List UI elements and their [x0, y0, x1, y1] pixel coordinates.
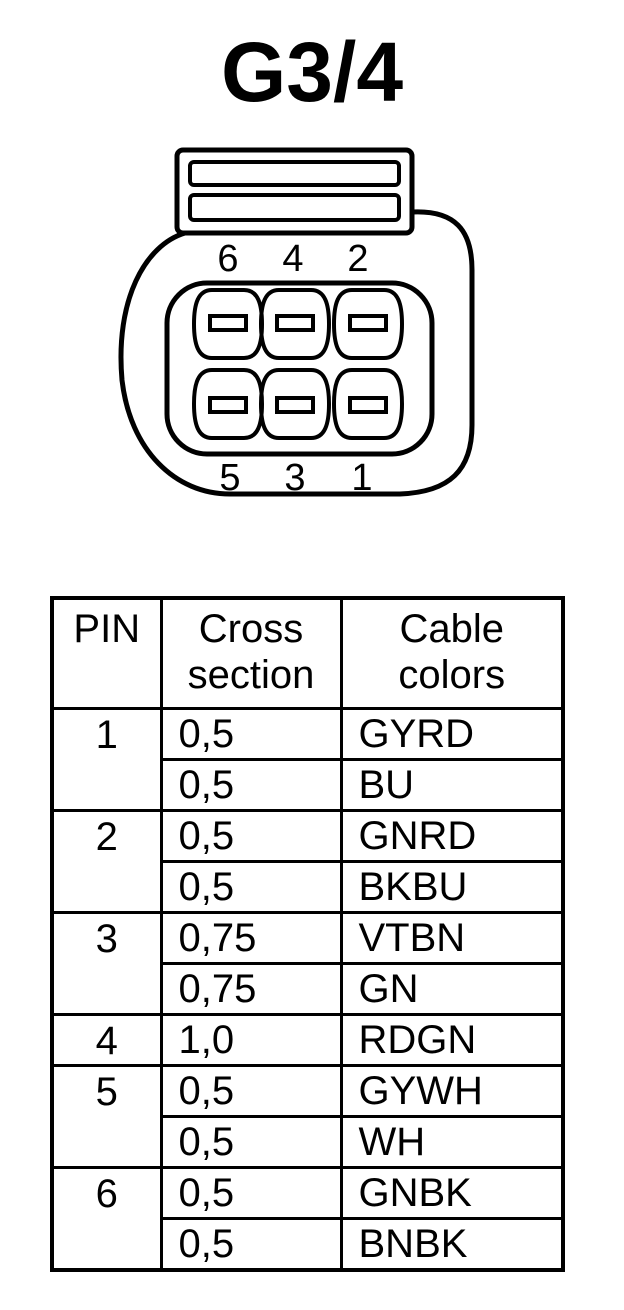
cross-section-cell: 0,5 — [159, 1166, 343, 1221]
pin-cell-6 — [191, 288, 265, 360]
pin-label-top-3: 2 — [347, 238, 368, 280]
housing-outline — [118, 209, 475, 497]
header-cross-section: Cross section — [159, 596, 343, 710]
pin-number-cell: 1 — [50, 706, 163, 812]
table-header-row: PIN Cross section Cable colors — [50, 596, 565, 710]
pin-label-bottom-3: 1 — [351, 457, 372, 499]
cable-color-cell: GYRD — [339, 706, 565, 761]
pin-cell-2 — [331, 288, 405, 360]
pin-number-cell: 5 — [50, 1064, 163, 1170]
cable-color-cell: BNBK — [339, 1217, 565, 1272]
cross-section-cell: 0,5 — [159, 757, 343, 812]
cable-color-cell: BKBU — [339, 859, 565, 914]
cable-color-cell: VTBN — [339, 910, 565, 965]
cross-section-cell: 0,75 — [159, 910, 343, 965]
cable-color-cell: GYWH — [339, 1064, 565, 1119]
pin-label-bottom-2: 3 — [284, 457, 305, 499]
cross-section-cell: 0,5 — [159, 1115, 343, 1170]
latch-tab — [174, 147, 415, 236]
pin-cell-5 — [191, 368, 265, 440]
pin-number-cell: 3 — [50, 910, 163, 1017]
cable-color-cell: BU — [339, 757, 565, 812]
pin-label-top-2: 4 — [282, 238, 303, 280]
cross-section-cell: 0,5 — [159, 1217, 343, 1272]
cable-color-cell: GNBK — [339, 1166, 565, 1221]
pin-cell-3 — [258, 368, 332, 440]
cross-section-cell: 0,75 — [159, 961, 343, 1017]
pin-number-cell: 6 — [50, 1166, 163, 1272]
cable-color-cell: GN — [339, 961, 565, 1017]
pin-label-bottom-1: 5 — [219, 457, 240, 499]
header-pin: PIN — [50, 596, 163, 710]
header-cable-colors: Cable colors — [339, 596, 565, 710]
pin-cell-1 — [331, 368, 405, 440]
pin-number-cell: 4 — [50, 1013, 163, 1068]
cross-section-cell: 0,5 — [159, 859, 343, 914]
pin-number-cell: 2 — [50, 808, 163, 914]
pin-cell-4 — [258, 288, 332, 360]
cable-color-cell: RDGN — [339, 1013, 565, 1068]
cable-color-cell: WH — [339, 1115, 565, 1170]
cross-section-cell: 1,0 — [159, 1013, 343, 1068]
cross-section-cell: 0,5 — [159, 1064, 343, 1119]
connector-drawing: 6 4 2 5 3 1 — [118, 147, 475, 499]
connector-title: G3/4 — [220, 25, 404, 119]
pin-label-top-1: 6 — [217, 238, 238, 280]
cross-section-cell: 0,5 — [159, 706, 343, 761]
cross-section-cell: 0,5 — [159, 808, 343, 863]
cable-color-cell: GNRD — [339, 808, 565, 863]
pin-cavity — [164, 280, 435, 457]
